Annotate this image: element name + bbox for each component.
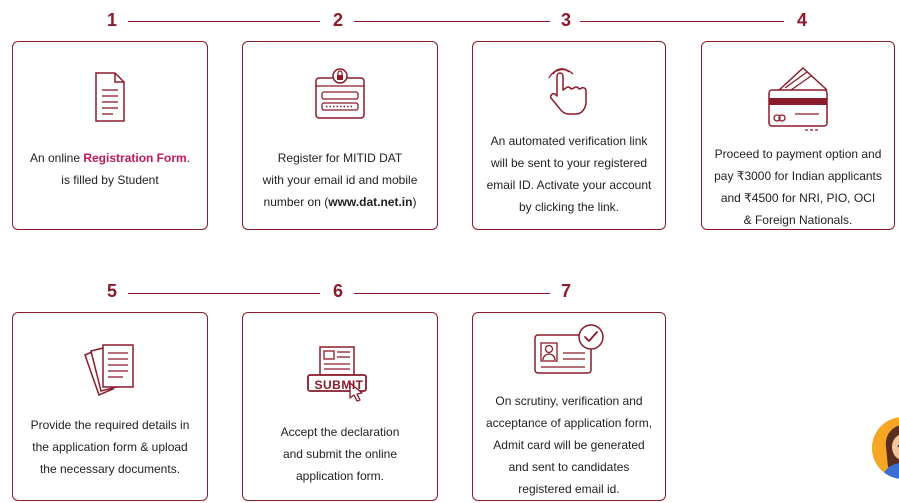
submit-form-icon: [307, 346, 367, 402]
step-description: On scrutiny, verification and acceptance…: [485, 394, 653, 496]
secure-login-icon: [315, 68, 365, 119]
step-number-1: 1: [106, 10, 117, 30]
step-card-7: On scrutiny, verification and acceptance…: [472, 312, 666, 501]
step-card-6: SUBMIT Accept the declaration and submit…: [242, 312, 438, 501]
step-card-2: Register for MITID DAT with your email i…: [242, 41, 438, 230]
step-description: An automated verification link will be s…: [486, 134, 652, 214]
step-number-4: 4: [796, 10, 807, 30]
connector-line: [354, 21, 550, 22]
step-number-2: 2: [332, 10, 343, 30]
click-hand-icon: [548, 68, 587, 115]
website-link[interactable]: www.dat.net.in: [328, 195, 413, 209]
step-description: Register for MITID DAT with your email i…: [262, 151, 418, 209]
step-number-7: 7: [560, 281, 571, 301]
credit-card-icon: [768, 66, 828, 131]
submit-label: SUBMIT: [314, 378, 364, 392]
step-card-3: An automated verification link will be s…: [472, 41, 666, 230]
step-description: Provide the required details in the appl…: [30, 418, 190, 476]
document-icon: [95, 72, 125, 122]
step-card-1: An online Registration Form. is filled b…: [12, 41, 208, 230]
avatar-face-icon: [872, 417, 899, 479]
step-description: An online Registration Form. is filled b…: [29, 151, 191, 187]
step-description: Accept the declaration and submit the on…: [280, 425, 400, 483]
assistant-avatar[interactable]: [872, 417, 899, 479]
connector-line: [128, 293, 320, 294]
documents-stack-icon: [84, 344, 134, 397]
connector-line: [354, 293, 550, 294]
id-card-check-icon: [534, 324, 604, 374]
step-number-3: 3: [560, 10, 571, 30]
step-number-6: 6: [332, 281, 343, 301]
step-card-5: Provide the required details in the appl…: [12, 312, 208, 501]
step-card-4: Proceed to payment option and pay ₹3000 …: [701, 41, 895, 230]
step-number-5: 5: [106, 281, 117, 301]
registration-form-link[interactable]: Registration Form: [83, 151, 187, 165]
connector-line: [128, 21, 320, 22]
connector-line: [580, 21, 784, 22]
step-description: Proceed to payment option and pay ₹3000 …: [714, 147, 882, 227]
